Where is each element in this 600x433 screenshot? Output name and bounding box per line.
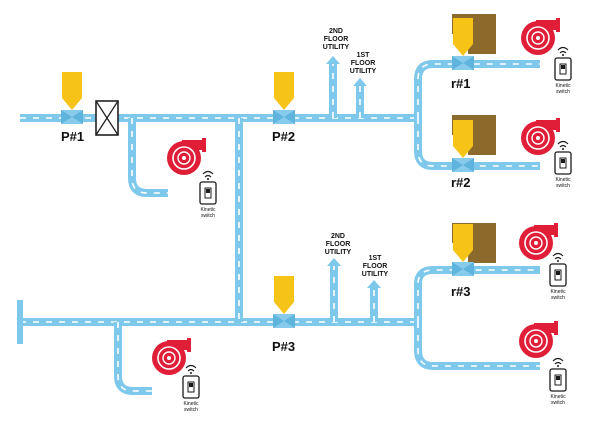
room-label-r3: r#3 [451,284,471,299]
svg-text:2ND: 2ND [331,233,345,240]
blowers [152,18,560,375]
pump-label-p1: P#1 [61,129,84,144]
svg-text:1ST: 1ST [369,255,383,262]
switch-label: switch [201,213,215,219]
pipe-r3-branch [414,266,540,322]
pipe-r1-branch [414,60,540,118]
damper-icon [95,100,119,136]
svg-text:FLOOR: FLOOR [351,60,376,67]
pipe-end-cap [17,300,23,344]
blower-icon [519,321,558,358]
switch-label: Kinetic [183,401,199,407]
blower-icon [152,338,191,375]
arrow-up-icon [327,258,341,266]
utility-label-bot-2nd: 2ND FLOOR UTILITY [325,233,352,256]
pipe-network [17,60,540,395]
valves [61,18,474,328]
arrow-up-icon [326,56,340,64]
valve-icon [273,72,295,124]
pump-label-p2: P#2 [272,129,295,144]
blower-icon [521,118,560,155]
switch-label: Kinetic [555,83,571,89]
blower-icon [521,18,560,55]
switch-label: Kinetic [200,207,216,213]
switch-label: switch [551,295,565,301]
valve-icon [273,276,295,328]
utility-arrows [326,56,381,288]
svg-text:UTILITY: UTILITY [323,44,350,51]
svg-text:1ST: 1ST [357,52,371,59]
switch-label: Kinetic [555,177,571,183]
pipe-r4-branch [414,322,540,370]
switch-label: switch [184,407,198,413]
switch-label: switch [551,400,565,406]
valve-icon [452,224,474,276]
pump-label-p3: P#3 [272,339,295,354]
switch-label: Kinetic [550,289,566,295]
kinetic-switches: KineticswitchKineticswitchKineticswitchK… [182,46,572,413]
svg-text:FLOOR: FLOOR [326,241,351,248]
svg-text:UTILITY: UTILITY [325,249,352,256]
svg-text:FLOOR: FLOOR [363,263,388,270]
svg-text:2ND: 2ND [329,28,343,35]
pipe-p3-loop [114,322,152,395]
valve-icon [452,120,474,172]
utility-label-bot-1st: 1ST FLOOR UTILITY [362,255,389,278]
blower-icon [167,138,206,175]
svg-text:FLOOR: FLOOR [324,36,349,43]
utility-label-top-1st: 1ST FLOOR UTILITY [350,52,377,75]
switch-label: switch [556,89,570,95]
blower-icon [519,223,558,260]
svg-text:UTILITY: UTILITY [362,271,389,278]
room-label-r1: r#1 [451,76,471,91]
pipe-p1-loop [128,118,168,197]
utility-label-top-2nd: 2ND FLOOR UTILITY [323,28,350,51]
svg-text:UTILITY: UTILITY [350,68,377,75]
valve-icon [61,72,83,124]
arrow-up-icon [353,78,367,86]
switch-label: Kinetic [550,394,566,400]
valve-icon [452,18,474,70]
arrow-up-icon [367,280,381,288]
pipe-r2-branch [414,118,540,170]
switch-label: switch [556,183,570,189]
room-label-r2: r#2 [451,175,471,190]
